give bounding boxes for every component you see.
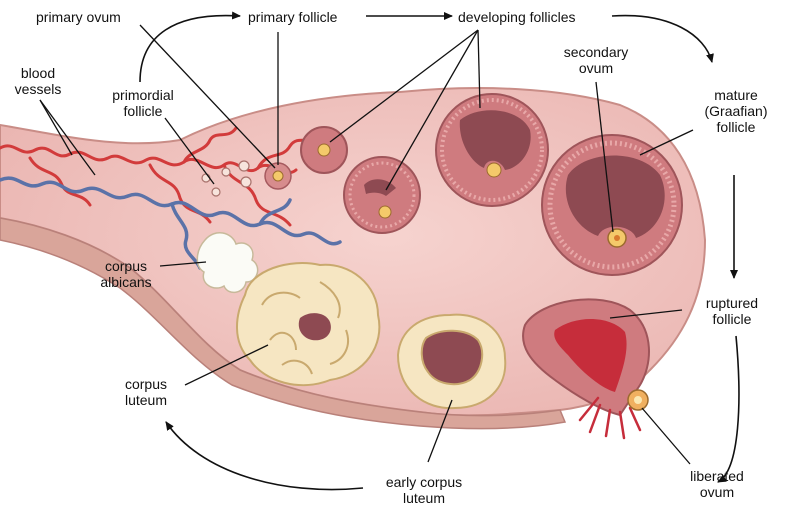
vein-vessels bbox=[0, 176, 342, 270]
label-liberated-ovum-line: ovum bbox=[699, 484, 735, 500]
label-mature-follicle-line: (Graafian) bbox=[704, 103, 768, 119]
label-developing-follicles: developing follicles bbox=[458, 9, 576, 25]
label-corpus-luteum-line: luteum bbox=[124, 392, 168, 408]
label-primary-follicle: primary follicle bbox=[248, 9, 338, 25]
liberated-ovum bbox=[627, 389, 649, 411]
label-blood-vessels-line: blood bbox=[20, 65, 56, 81]
corpus-luteum bbox=[236, 262, 381, 387]
cycle-arrows bbox=[139, 11, 740, 491]
label-mature-follicle: mature (Graafian) follicle bbox=[690, 87, 782, 135]
ovary-capsule bbox=[0, 217, 567, 430]
label-early-corpus-luteum: early corpus luteum bbox=[366, 474, 482, 506]
primary-follicle bbox=[264, 162, 292, 190]
label-liberated-ovum-line: liberated bbox=[690, 468, 744, 484]
label-corpus-albicans-line: albicans bbox=[100, 274, 152, 290]
label-mature-follicle-line: follicle bbox=[716, 119, 756, 135]
label-mature-follicle-line: mature bbox=[714, 87, 758, 103]
label-early-corpus-luteum-line: luteum bbox=[402, 490, 446, 506]
label-ruptured-follicle-line: follicle bbox=[712, 311, 752, 327]
label-secondary-ovum-line: ovum bbox=[578, 60, 614, 76]
label-blood-vessels: blood vessels bbox=[8, 65, 68, 97]
label-liberated-ovum: liberated ovum bbox=[672, 468, 762, 500]
label-ruptured-follicle-line: ruptured bbox=[705, 295, 759, 311]
label-corpus-luteum-line: corpus bbox=[124, 376, 168, 392]
leader-lines bbox=[39, 24, 694, 465]
label-primordial-follicle: primordial follicle bbox=[98, 87, 188, 119]
early-corpus-luteum bbox=[396, 313, 507, 410]
developing-follicle-3 bbox=[435, 93, 549, 207]
developing-follicle-2 bbox=[343, 156, 421, 234]
label-primordial-follicle-line: primordial bbox=[112, 87, 174, 103]
mature-follicle bbox=[541, 134, 683, 276]
label-primary-ovum: primary ovum bbox=[36, 9, 121, 25]
label-ruptured-follicle: ruptured follicle bbox=[684, 295, 780, 327]
label-primordial-follicle-line: follicle bbox=[123, 103, 163, 119]
label-blood-vessels-line: vessels bbox=[14, 81, 62, 97]
label-corpus-luteum: corpus luteum bbox=[110, 376, 182, 408]
label-secondary-ovum-line: secondary bbox=[563, 44, 629, 60]
label-early-corpus-luteum-line: early corpus bbox=[385, 474, 463, 490]
label-secondary-ovum: secondary ovum bbox=[546, 44, 646, 76]
corpus-albicans bbox=[196, 232, 259, 294]
label-corpus-albicans-line: corpus bbox=[104, 258, 148, 274]
ruptured-follicle bbox=[522, 298, 650, 440]
label-corpus-albicans: corpus albicans bbox=[88, 258, 164, 290]
